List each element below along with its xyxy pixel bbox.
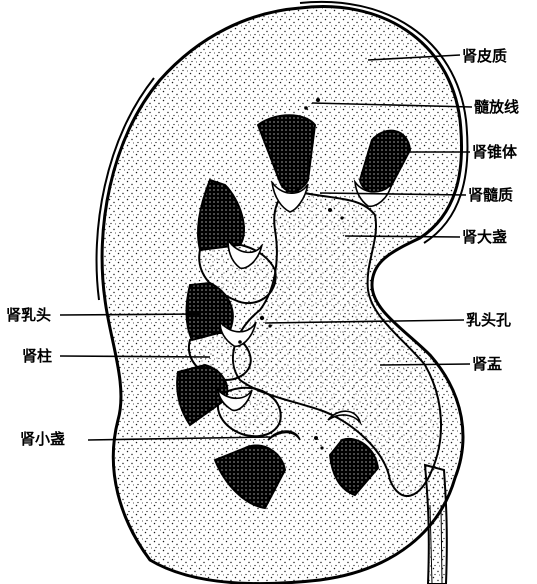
- label-renal-cortex: 肾皮质: [462, 47, 507, 65]
- label-renal-papilla: 肾乳头: [6, 306, 51, 324]
- label-medullary-ray: 髓放线: [474, 98, 519, 116]
- label-renal-pyramid: 肾锥体: [472, 143, 517, 161]
- label-major-calyx: 肾大盏: [462, 228, 507, 246]
- ureter: [425, 465, 447, 584]
- label-renal-medulla: 肾髓质: [468, 186, 513, 204]
- label-papillary-foramina: 乳头孔: [466, 311, 511, 329]
- label-renal-pelvis: 肾盂: [472, 355, 502, 373]
- label-renal-column: 肾柱: [22, 347, 52, 365]
- label-minor-calyx: 肾小盏: [20, 430, 65, 448]
